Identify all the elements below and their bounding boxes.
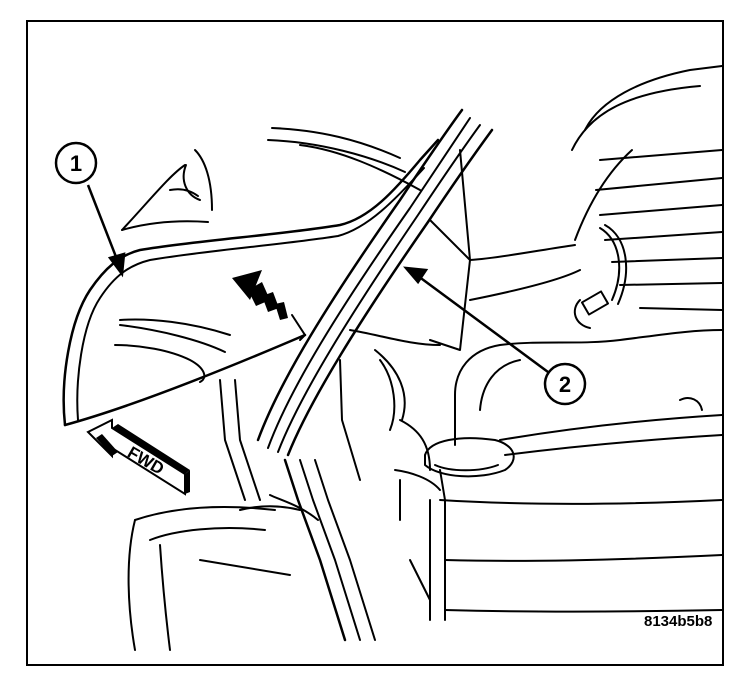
pillar-seal	[256, 108, 494, 457]
seat-cushion	[127, 506, 291, 651]
leader-2	[403, 266, 549, 374]
callout-1: 1	[54, 141, 98, 185]
rear-window	[571, 65, 723, 311]
leader-1	[86, 184, 126, 278]
reference-code: 8134b5b8	[644, 613, 713, 630]
rotation-arrow-icon	[232, 270, 288, 320]
trim-panel	[62, 138, 440, 501]
lower-trim	[339, 329, 441, 621]
callout-2-number: 2	[559, 372, 571, 397]
pillar-post	[239, 458, 376, 642]
wiring-harness	[573, 224, 628, 329]
headliner	[267, 127, 581, 301]
callout-2: 2	[543, 362, 587, 406]
cargo-panel	[424, 329, 723, 621]
fwd-arrow-icon: FWD	[86, 418, 190, 496]
seat-back	[121, 149, 213, 231]
diagram-frame	[26, 20, 724, 666]
callout-1-number: 1	[70, 151, 82, 176]
